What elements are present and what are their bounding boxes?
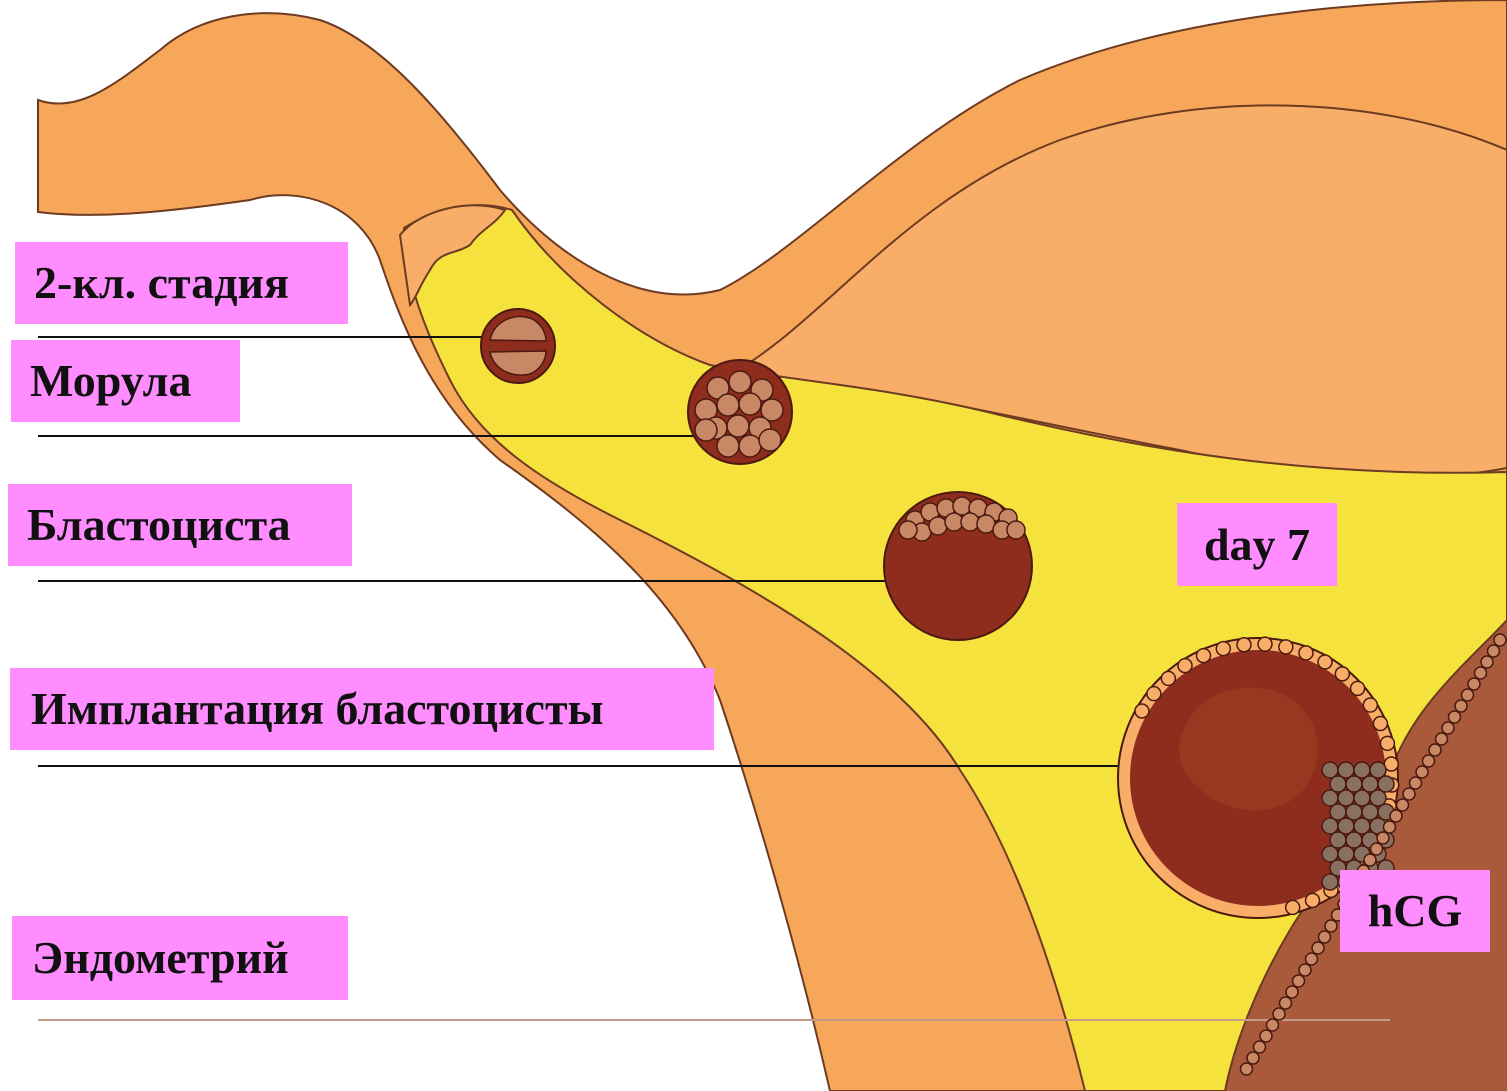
endometrium-border-cell [1462, 689, 1474, 701]
trophoblast-cell [1318, 655, 1332, 669]
inner-cell [1007, 521, 1025, 539]
label-day: day 7 [1177, 503, 1337, 586]
endometrium-border-cell [1267, 1019, 1279, 1031]
morula-cell [695, 419, 717, 441]
morula-cell [727, 415, 749, 437]
morula-cell [717, 394, 739, 416]
trophoblast-cell [1216, 642, 1230, 656]
endometrium-border-cell [1397, 799, 1409, 811]
trophoblast-cell [1196, 649, 1210, 663]
label-blastocyst: Бластоциста [8, 484, 352, 566]
endometrium-border-cell [1410, 777, 1422, 789]
trophoblast-cell [1258, 637, 1272, 651]
endometrium-border-cell [1312, 942, 1324, 954]
trophoblast-cell [1335, 667, 1349, 681]
endometrium-border-cell [1423, 755, 1435, 767]
trophoblast-cell [1237, 638, 1251, 652]
endometrium-border-cell [1273, 1008, 1285, 1020]
endometrium-border-cell [1416, 766, 1428, 778]
inner-cell [953, 497, 971, 515]
endometrium-border-cell [1390, 810, 1402, 822]
endometrium-border-cell [1280, 997, 1292, 1009]
morula-cell [739, 393, 761, 415]
morula-cell [759, 429, 781, 451]
endometrium-border-cell [1481, 656, 1493, 668]
endometrium-border-cell [1403, 788, 1415, 800]
endometrium-border-cell [1455, 700, 1467, 712]
inner-cell [899, 521, 917, 539]
label-two-cell-stage: 2-кл. стадия [15, 242, 348, 324]
endometrium-border-cell [1442, 722, 1454, 734]
endometrium-border-cell [1299, 964, 1311, 976]
trophoblast-cell [1147, 687, 1161, 701]
morula-cell [729, 371, 751, 393]
trophoblast-cell [1299, 646, 1313, 660]
endometrium-border-cell [1371, 843, 1383, 855]
trophoblast-cell [1306, 893, 1320, 907]
trophoblast-cell [1380, 736, 1394, 750]
morula-embryo [688, 360, 792, 464]
morula-cell [739, 435, 761, 457]
endometrium-border-cell [1293, 975, 1305, 987]
endometrium-border-cell [1377, 832, 1389, 844]
label-endometrium: Эндометрий [12, 916, 348, 1000]
morula-cell [717, 435, 739, 457]
syncytial-cell [1322, 874, 1338, 890]
trophoblast-cell [1351, 681, 1365, 695]
label-morula: Морула [11, 340, 240, 422]
endometrium-border-cell [1475, 667, 1487, 679]
endometrium-border-cell [1449, 711, 1461, 723]
trophoblast-cell [1279, 640, 1293, 654]
blastocyst-embryo [884, 492, 1032, 640]
trophoblast-cell [1373, 716, 1387, 730]
endometrium-border-cell [1364, 854, 1376, 866]
endometrium-border-cell [1286, 986, 1298, 998]
two-cell-embryo [481, 309, 555, 383]
endometrium-border-cell [1384, 821, 1396, 833]
endometrium-border-cell [1468, 678, 1480, 690]
endometrium-border-cell [1241, 1063, 1253, 1075]
endometrium-border-cell [1247, 1052, 1259, 1064]
endometrium-border-cell [1319, 931, 1331, 943]
endometrium-border-cell [1260, 1030, 1272, 1042]
endometrium-border-cell [1306, 953, 1318, 965]
trophoblast-cell [1286, 900, 1300, 914]
trophoblast-cell [1161, 671, 1175, 685]
trophoblast-cell [1363, 698, 1377, 712]
endometrium-border-cell [1488, 645, 1500, 657]
trophoblast-cell [1135, 704, 1149, 718]
trophoblast-cell [1178, 659, 1192, 673]
endometrium-border-cell [1494, 634, 1506, 646]
label-implantation: Имплантация бластоцисты [10, 668, 714, 750]
endometrium-border-cell [1325, 920, 1337, 932]
inner-cell [929, 517, 947, 535]
label-hcg: hCG [1340, 870, 1490, 952]
endometrium-border-cell [1254, 1041, 1266, 1053]
endometrium-border-cell [1429, 744, 1441, 756]
inner-cell [961, 513, 979, 531]
endometrium-border-cell [1436, 733, 1448, 745]
